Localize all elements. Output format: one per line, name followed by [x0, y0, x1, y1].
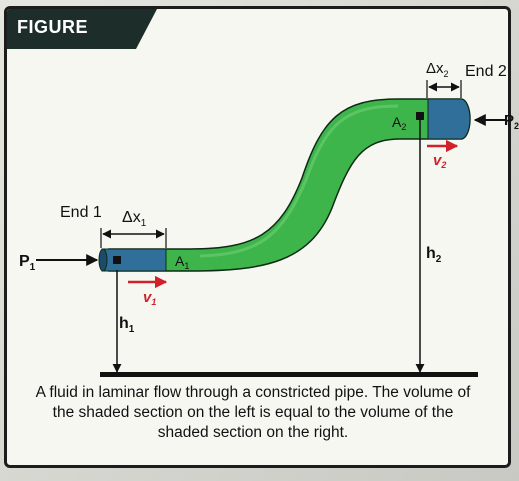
shaded-section-left [101, 248, 167, 272]
shaded-section-right [427, 98, 471, 140]
figure-caption: A fluid in laminar flow through a constr… [35, 384, 471, 441]
end2-label: End 2 [465, 63, 507, 80]
figure-tab [7, 9, 157, 49]
pipe-opening-left [98, 248, 108, 272]
pipe-highlight [199, 104, 399, 258]
h2-label: h2 [426, 245, 442, 265]
h1-label: h1 [119, 315, 135, 335]
a2-label: A2 [392, 114, 406, 132]
v2-label: v2 [433, 152, 446, 170]
a1-label: A1 [175, 253, 189, 271]
v1-label: v1 [143, 289, 156, 307]
p1-label: P1 [19, 253, 36, 273]
dx1-label: Δx1 [122, 209, 147, 229]
dx2-label: Δx2 [426, 60, 449, 79]
marker-block-right [416, 112, 424, 120]
p2-label: P2 [504, 112, 519, 131]
marker-block-left [113, 256, 121, 264]
end1-label: End 1 [60, 204, 102, 221]
ground-line [100, 372, 478, 377]
figure-label: FIGURE [17, 17, 89, 37]
pipe-body [108, 98, 471, 272]
